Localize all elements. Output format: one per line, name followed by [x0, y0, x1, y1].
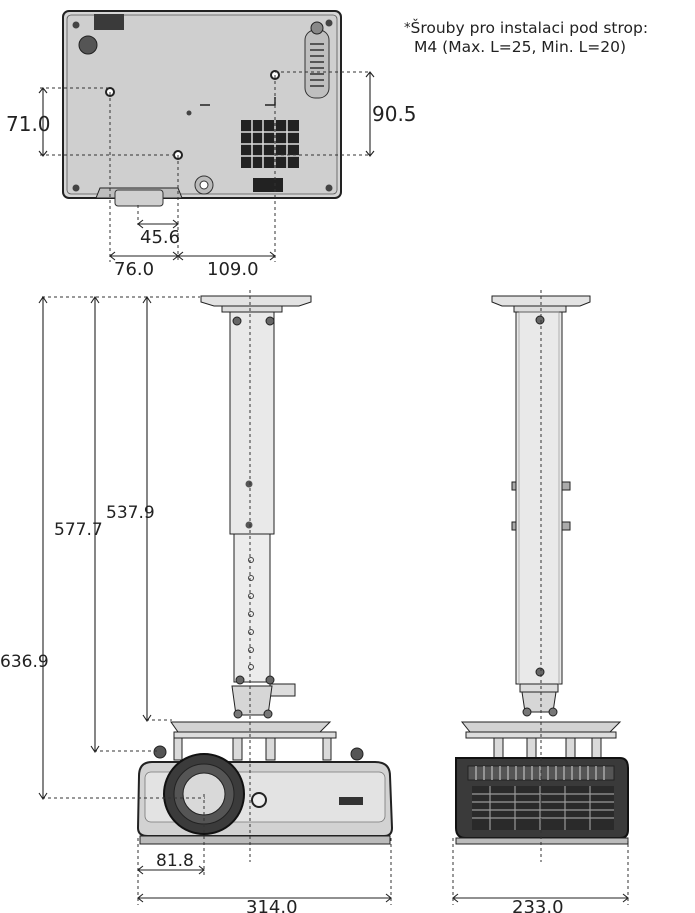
dim-71: 71.0	[6, 112, 51, 136]
dim-577-7: 577.7	[54, 520, 103, 540]
note-line-1: Šrouby pro instalaci pod strop:	[410, 19, 649, 37]
dim-45-6: 45.6	[140, 227, 180, 248]
dim-537-9: 537.9	[106, 503, 155, 523]
mounting-note: *Šrouby pro instalaci pod strop: M4 (Max…	[404, 19, 648, 57]
dim-90-5: 90.5	[372, 102, 417, 126]
projector-bottom-view	[62, 10, 342, 207]
side-mount-view	[455, 295, 629, 845]
dim-81-8: 81.8	[156, 851, 194, 871]
dim-314: 314.0	[246, 897, 298, 913]
dim-636-9: 636.9	[0, 652, 49, 672]
note-line-2: M4 (Max. L=25, Min. L=20)	[414, 38, 627, 56]
top-dimensions	[38, 71, 375, 262]
side-dimensions	[452, 290, 629, 905]
asterisk-marker: *	[404, 21, 411, 36]
front-mount-view	[136, 295, 394, 845]
dim-76: 76.0	[114, 259, 154, 280]
dim-233: 233.0	[512, 897, 564, 913]
front-dimensions	[38, 290, 392, 905]
dim-109: 109.0	[207, 259, 259, 280]
